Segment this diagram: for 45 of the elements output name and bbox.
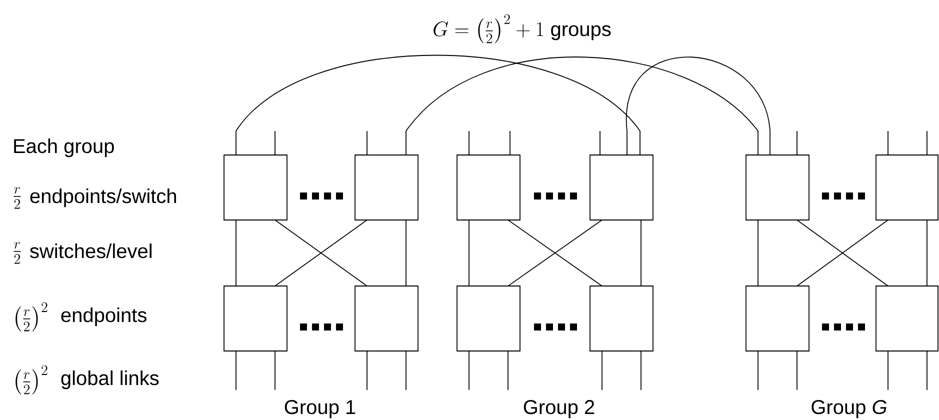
link-line: [640, 220, 642, 286]
link-line: [926, 220, 928, 286]
link-stub: [274, 350, 276, 390]
switch-box: [354, 154, 418, 220]
switch-box: [456, 154, 520, 220]
link-stub: [926, 130, 928, 156]
formula: $\frac{r}{2}$: [14, 187, 21, 209]
group-caption: Group G: [812, 400, 886, 418]
link-stub: [274, 130, 276, 156]
link-line: [468, 220, 470, 286]
switch-box: [876, 286, 938, 352]
label: global links: [61, 370, 159, 390]
label: endpoints: [61, 308, 146, 326]
group-caption: Group 1: [284, 400, 356, 418]
link-stub: [468, 130, 470, 156]
link-stub: [366, 130, 368, 156]
link-stub: [796, 130, 798, 156]
label: Each group: [14, 138, 114, 158]
title: $G = \left(\frac{r}{2}\right)^{2} + 1 \text{ groups}$: [434, 14, 611, 44]
switch-box: [224, 286, 288, 352]
formula: $\left(\frac{r}{2}\right)^{2}$: [16, 302, 48, 332]
link-stub: [796, 350, 798, 390]
global-link-arc: [406, 56, 758, 156]
label: endpoints/switch: [30, 188, 176, 208]
switch-box: [354, 286, 418, 352]
link-stub: [366, 350, 368, 390]
link-stub: [926, 350, 928, 390]
formula: $\left(\frac{r}{2}\right)^{2}$: [16, 365, 48, 394]
switch-box: [590, 154, 654, 220]
global-link-arc: [236, 54, 640, 156]
switch-box: [876, 154, 938, 220]
group-caption: Group 2: [524, 400, 594, 418]
link-stub: [640, 350, 642, 390]
crossing-links: [274, 220, 368, 286]
crossing-links: [508, 220, 602, 286]
formula: $\frac{r}{2}$: [14, 242, 21, 264]
switch-box: [224, 154, 288, 220]
crossing-links: [796, 220, 888, 286]
switch-box: [746, 286, 810, 352]
global-link-arc: [626, 56, 770, 156]
switch-box: [746, 154, 810, 220]
link-stub: [468, 350, 470, 390]
label: switches/level: [30, 244, 152, 258]
switch-box: [456, 286, 520, 352]
switch-box: [590, 286, 654, 352]
